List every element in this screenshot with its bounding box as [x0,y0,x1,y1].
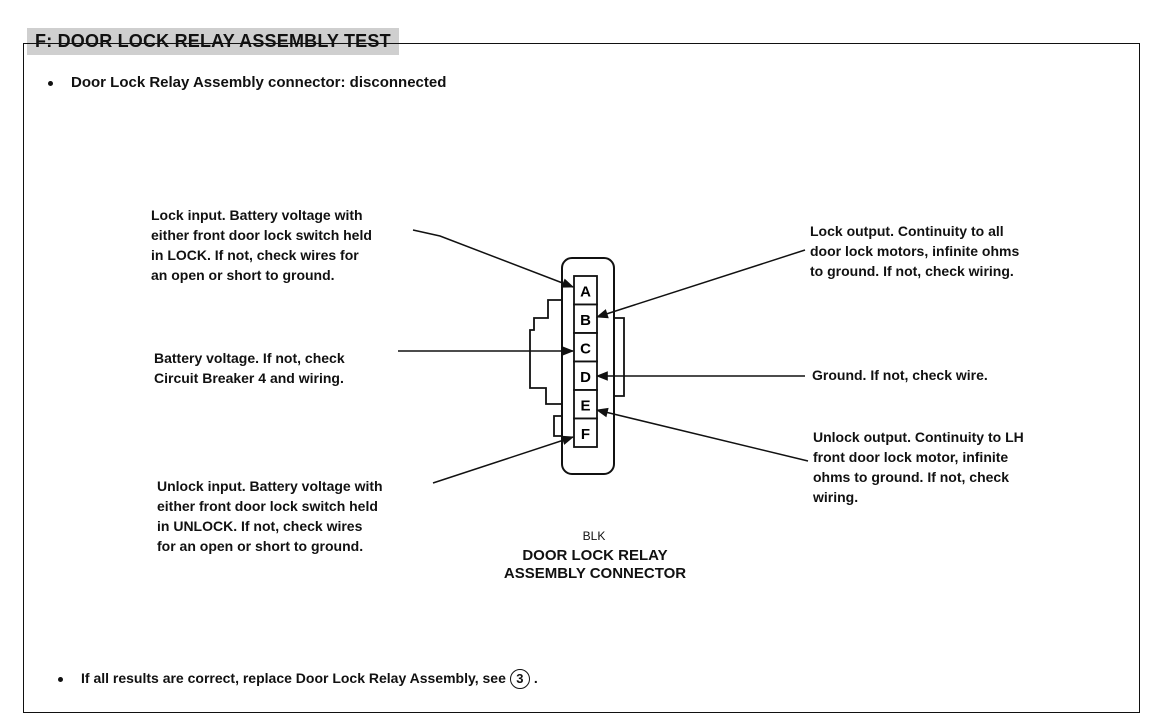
conclusion-note: If all results are correct, replace Door… [58,669,538,689]
pin-label-c: C [580,340,591,357]
pin-label-f: F [581,426,590,443]
precondition-note: Door Lock Relay Assembly connector: disc… [48,74,446,91]
callout-line: either front door lock switch held [151,227,372,243]
connector-left-latch [529,299,562,405]
pin-label-e: E [580,397,590,414]
pin-label-a: A [580,283,591,300]
leader-unlock-input [432,435,575,484]
callout-line: either front door lock switch held [157,498,378,514]
callout-line: Unlock input. Battery voltage with [157,478,383,494]
callout-line: front door lock motor, infinite [813,449,1009,465]
reference-circle-icon: 3 [509,669,530,689]
callout-line: Ground. If not, check wire. [812,367,988,383]
callout-line: in LOCK. If not, check wires for [151,247,359,263]
connector-caption: DOOR LOCK RELAY ASSEMBLY CONNECTOR [470,547,720,583]
pin-cavity-f [573,417,598,448]
leader-lock-input [412,229,575,288]
caption-line: ASSEMBLY CONNECTOR [503,565,687,582]
callout-line: Unlock output. Continuity to LH [813,429,1024,445]
pin-label-b: B [580,312,591,329]
callout-line: Circuit Breaker 4 and wiring. [154,370,344,386]
callout-line: an open or short to ground. [151,267,335,283]
callout-lock-output: Lock output. Continuity to all door lock… [810,221,1019,281]
callout-lock-input: Lock input. Battery voltage with either … [151,205,372,285]
callout-unlock-output: Unlock output. Continuity to LH front do… [813,427,1024,507]
conclusion-end: . [533,670,538,686]
callout-line: Lock input. Battery voltage with [151,207,363,223]
leader-lock-output [595,249,806,319]
bullet-icon [48,80,53,86]
connector-housing [561,257,615,475]
callout-battery-voltage: Battery voltage. If not, check Circuit B… [154,348,345,388]
section-title: F: DOOR LOCK RELAY ASSEMBLY TEST [27,28,399,55]
test-frame [23,43,1140,713]
callout-unlock-input: Unlock input. Battery voltage with eithe… [157,476,383,556]
callout-line: Battery voltage. If not, check [154,350,345,366]
conclusion-text: If all results are correct, replace Door… [81,670,506,686]
callout-line: door lock motors, infinite ohms [810,243,1020,259]
callout-line: ohms to ground. If not, check [813,469,1009,485]
leader-unlock-output [595,407,809,462]
callout-line: Lock output. Continuity to all [810,223,1004,239]
callout-line: in UNLOCK. If not, check wires [157,518,363,534]
callout-line: to ground. If not, check wiring. [810,263,1014,279]
callout-ground: Ground. If not, check wire. [812,365,988,385]
pin-label-d: D [580,369,591,386]
connector-right-latch [614,317,625,397]
bullet-icon [58,676,63,682]
precondition-text: Door Lock Relay Assembly connector: disc… [71,74,447,91]
callout-line: for an open or short to ground. [157,538,364,554]
caption-line: DOOR LOCK RELAY [522,547,668,564]
connector-left-notch [553,415,562,437]
callout-line: wiring. [813,489,859,505]
wire-color-code: BLK [582,529,606,543]
